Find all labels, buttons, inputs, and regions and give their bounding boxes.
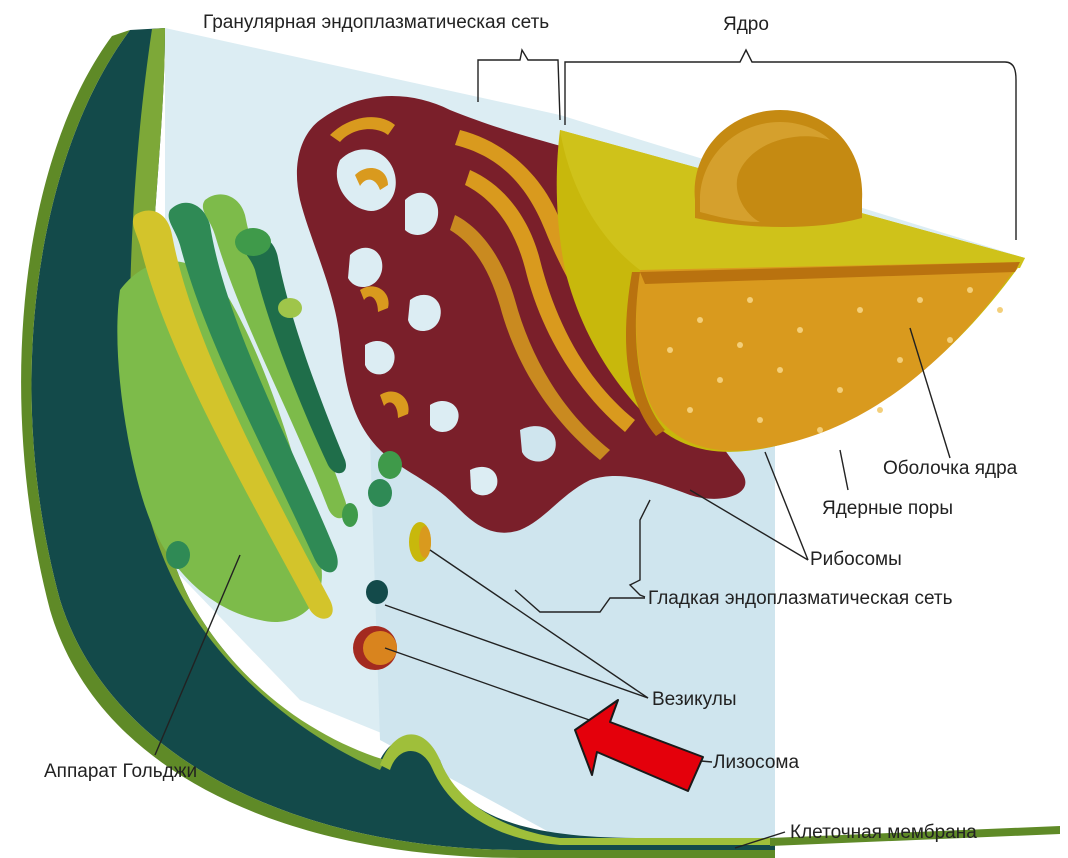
label-nucleus: Ядро [723, 14, 769, 35]
label-cell-membrane: Клеточная мембрана [790, 822, 977, 843]
lysosome-shape [353, 626, 397, 670]
label-smooth-er: Гладкая эндоплазматическая сеть [648, 588, 953, 609]
label-lysosome: Лизосома [713, 752, 799, 773]
label-granular-er: Гранулярная эндоплазматическая сеть [203, 12, 549, 33]
label-ribosomes: Рибосомы [810, 549, 902, 570]
label-vesicles: Везикулы [652, 689, 737, 710]
label-golgi: Аппарат Гольджи [44, 761, 197, 782]
label-nuclear-pores: Ядерные поры [822, 498, 953, 519]
label-nuclear-envelope: Оболочка ядра [883, 458, 1018, 479]
